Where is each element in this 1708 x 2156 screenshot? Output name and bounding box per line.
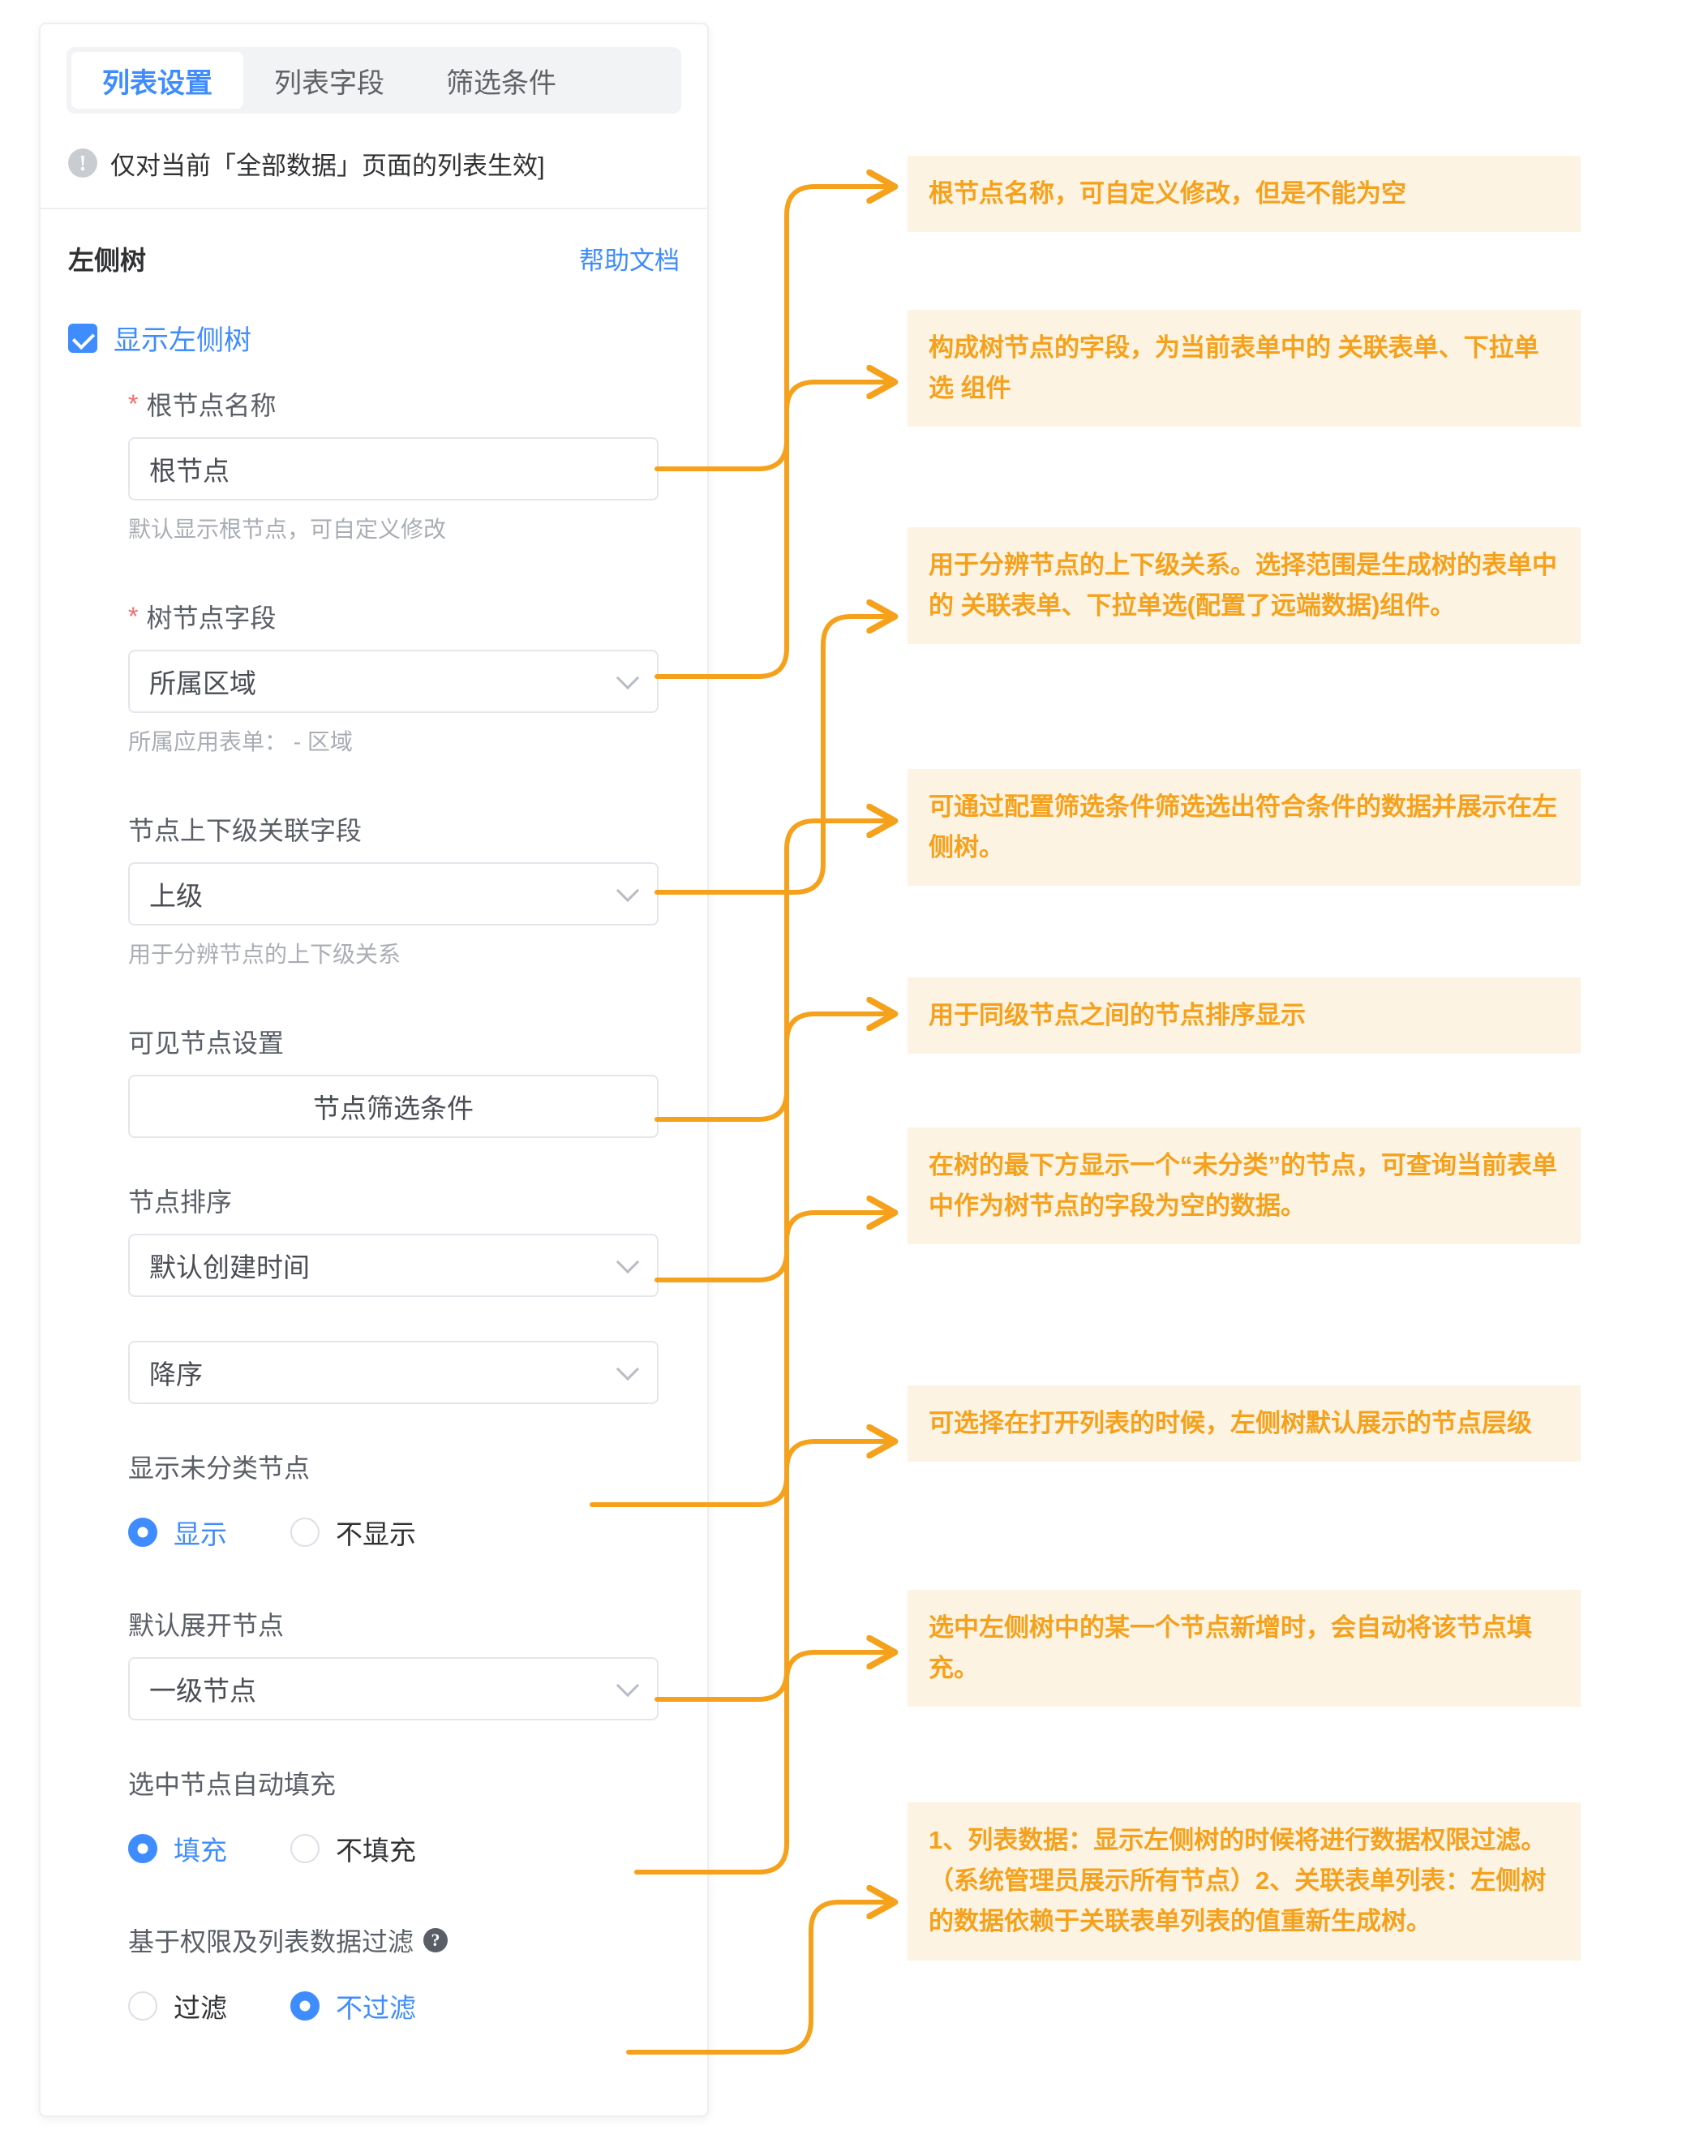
annotation-part: 组件。	[1380, 591, 1456, 621]
info-icon: !	[68, 148, 97, 178]
annotation-auto-fill: 选中左侧树中的某一个节点新增时，会自动将该节点填充。	[908, 1590, 1581, 1707]
root-node-name-label: * 根节点名称	[128, 385, 659, 423]
permission-filter-label-text: 基于权限及列表数据过滤	[128, 1927, 414, 1956]
info-notice-text: 仅对当前「全部数据」页面的列表生效]	[110, 151, 545, 180]
radio-label: 过滤	[174, 1993, 227, 2023]
tree-node-field-hint: 所属应用表单： - 区域	[128, 729, 353, 754]
show-tree-label: 显示左侧树	[114, 325, 251, 356]
tree-node-field-select[interactable]: 所属区域	[128, 650, 659, 713]
visible-node-setting-label: 可见节点设置	[128, 1023, 659, 1060]
chevron-down-icon	[616, 878, 640, 903]
radio-dot-selected[interactable]	[290, 1991, 320, 2021]
show-tree-checkbox-row[interactable]: 显示左侧树	[68, 318, 707, 358]
permission-filter-radio-group: 过滤 不过滤	[128, 1986, 659, 2025]
radio-label: 显示	[174, 1519, 227, 1549]
radio-dot[interactable]	[290, 1834, 320, 1863]
annotation-emphasis: 关联表单、下拉单选	[929, 333, 1539, 403]
tab-bar: 列表设置 列表字段 筛选条件	[67, 47, 681, 114]
visible-node-setting-label-text: 可见节点设置	[128, 1029, 285, 1058]
help-doc-link[interactable]: 帮助文档	[579, 247, 680, 275]
annotation-node-filter: 可通过配置筛选条件筛选选出符合条件的数据并展示在左侧树。	[908, 769, 1581, 887]
tab-list-settings[interactable]: 列表设置	[71, 52, 243, 109]
parent-field-label-text: 节点上下级关联字段	[128, 816, 363, 845]
radio-label: 填充	[174, 1836, 227, 1866]
node-sort-label: 节点排序	[128, 1182, 659, 1219]
show-uncategorized-label-text: 显示未分类节点	[128, 1454, 311, 1483]
radio-label: 不填充	[336, 1836, 416, 1866]
default-expand-value: 一级节点	[149, 1676, 256, 1706]
info-notice-row: ! 仅对当前「全部数据」页面的列表生效]	[68, 144, 707, 182]
radio-show-uncategorized-yes[interactable]: 显示	[128, 1513, 227, 1552]
radio-permission-filter-off[interactable]: 不过滤	[290, 1986, 416, 2025]
annotation-default-expand: 可选择在打开列表的时候，左侧树默认展示的节点层级	[908, 1385, 1581, 1462]
annotation-uncategorized: 在树的最下方显示一个“未分类”的节点，可查询当前表单中作为树节点的字段为空的数据…	[908, 1127, 1581, 1245]
show-uncategorized-label: 显示未分类节点	[128, 1448, 659, 1485]
chevron-down-icon	[616, 1250, 640, 1274]
chevron-down-icon	[616, 1673, 640, 1698]
radio-show-uncategorized-no[interactable]: 不显示	[290, 1513, 416, 1552]
root-node-name-hint: 默认显示根节点，可自定义修改	[128, 517, 447, 542]
annotation-emphasis: 关联表单、下拉单选(配置了远端数据)	[960, 591, 1380, 621]
tree-node-field-label-text: 树节点字段	[146, 603, 277, 633]
radio-dot-selected[interactable]	[128, 1518, 157, 1547]
radio-auto-fill-yes[interactable]: 填充	[128, 1829, 227, 1868]
tree-node-field-label: * 树节点字段	[128, 598, 659, 635]
annotation-node-sort: 用于同级节点之间的节点排序显示	[908, 977, 1581, 1054]
radio-dot[interactable]	[128, 1991, 157, 2021]
annotation-part: 构成树节点的字段，为当前表单中的	[929, 333, 1338, 362]
required-asterisk: *	[128, 602, 139, 631]
node-sort-select[interactable]: 默认创建时间	[128, 1234, 659, 1297]
radio-dot-selected[interactable]	[128, 1834, 157, 1863]
annotation-root-node-name: 根节点名称，可自定义修改，但是不能为空	[908, 156, 1581, 233]
node-filter-condition-label: 节点筛选条件	[313, 1093, 474, 1123]
auto-fill-radio-group: 填充 不填充	[128, 1829, 659, 1868]
annotation-part: 组件	[954, 374, 1011, 403]
radio-label: 不过滤	[336, 1993, 416, 2023]
parent-field-select[interactable]: 上级	[128, 862, 659, 926]
annotation-part: 用于分辨节点的上下级关系。选择范围是生成树的表单中的	[929, 551, 1557, 621]
node-sort-order-value: 降序	[149, 1359, 203, 1389]
node-filter-condition-button[interactable]: 节点筛选条件	[128, 1075, 659, 1138]
node-sort-order-select[interactable]: 降序	[128, 1341, 659, 1404]
show-uncategorized-radio-group: 显示 不显示	[128, 1513, 659, 1552]
radio-label: 不显示	[336, 1519, 416, 1549]
annotation-permission-filter: 1、列表数据：显示左侧树的时候将进行数据权限过滤。（系统管理员展示所有节点）2、…	[908, 1802, 1581, 1961]
parent-field-label: 节点上下级关联字段	[128, 810, 659, 848]
root-node-name-value: 根节点	[149, 456, 230, 486]
radio-permission-filter-on[interactable]: 过滤	[128, 1986, 227, 2025]
tree-node-field-value: 所属区域	[149, 668, 256, 698]
parent-field-hint: 用于分辨节点的上下级关系	[128, 942, 401, 967]
root-node-name-label-text: 根节点名称	[146, 391, 277, 420]
auto-fill-label-text: 选中节点自动填充	[128, 1770, 337, 1799]
auto-fill-label: 选中节点自动填充	[128, 1764, 659, 1802]
section-header: 左侧树 帮助文档	[41, 240, 707, 277]
tree-settings-form: * 根节点名称 根节点 默认显示根节点，可自定义修改 * 树节点字段 所属区域 …	[41, 385, 707, 2025]
show-tree-checkbox[interactable]	[68, 323, 97, 353]
root-node-name-input[interactable]: 根节点	[128, 437, 659, 500]
section-title: 左侧树	[68, 246, 147, 275]
node-sort-label-text: 节点排序	[128, 1188, 233, 1217]
chevron-down-icon	[616, 666, 640, 690]
default-expand-label-text: 默认展开节点	[128, 1611, 285, 1640]
chevron-down-icon	[616, 1357, 640, 1381]
radio-auto-fill-no[interactable]: 不填充	[290, 1829, 416, 1868]
default-expand-select[interactable]: 一级节点	[128, 1657, 659, 1720]
tab-list-fields[interactable]: 列表字段	[274, 67, 384, 99]
permission-filter-label: 基于权限及列表数据过滤 ?	[128, 1922, 659, 1959]
node-sort-value: 默认创建时间	[149, 1252, 310, 1282]
parent-field-value: 上级	[149, 881, 203, 911]
required-asterisk: *	[128, 389, 139, 419]
tab-filter-conditions[interactable]: 筛选条件	[446, 67, 556, 99]
radio-dot[interactable]	[290, 1518, 320, 1547]
annotation-tree-node-field: 构成树节点的字段，为当前表单中的 关联表单、下拉单选 组件	[908, 310, 1581, 427]
annotation-parent-field: 用于分辨节点的上下级关系。选择范围是生成树的表单中的 关联表单、下拉单选(配置了…	[908, 527, 1581, 645]
default-expand-label: 默认展开节点	[128, 1605, 659, 1643]
list-settings-panel: 列表设置 列表字段 筛选条件 ! 仅对当前「全部数据」页面的列表生效] 左侧树 …	[39, 23, 709, 2117]
question-mark-icon[interactable]: ?	[423, 1928, 448, 1952]
divider	[41, 208, 707, 209]
